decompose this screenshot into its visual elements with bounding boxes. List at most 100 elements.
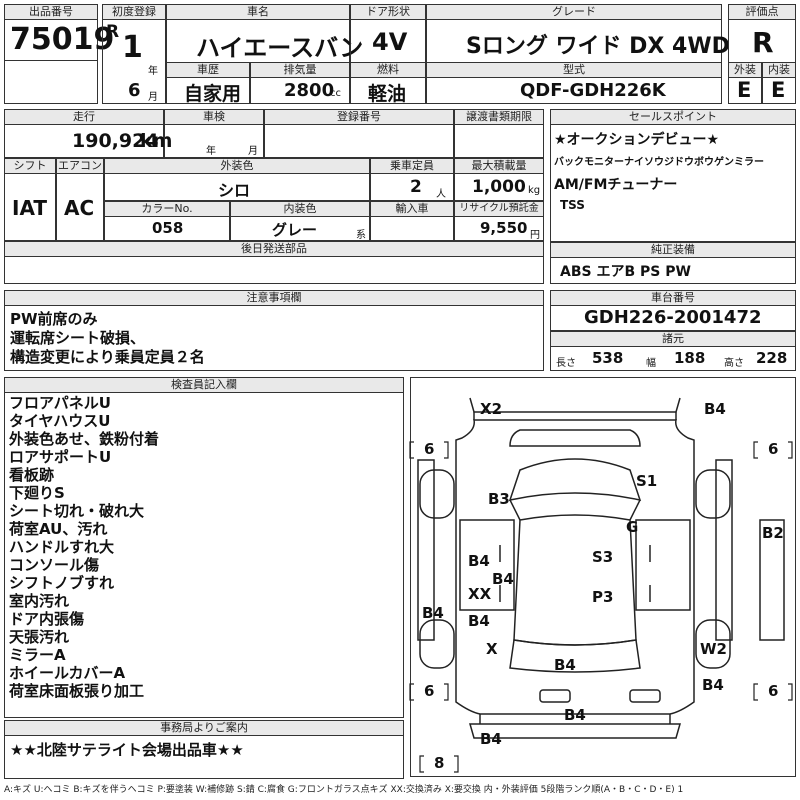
inspector-line: ミラーA xyxy=(9,646,66,664)
first-reg-box xyxy=(102,19,166,104)
inspector-line: ドア内張傷 xyxy=(9,610,85,628)
transfer-box xyxy=(454,124,544,158)
capacity-box xyxy=(370,173,454,201)
inspection-year-unit: 年 xyxy=(206,146,216,157)
import-label: 輸入車 xyxy=(370,201,454,217)
ac-label: エアコン xyxy=(56,158,104,174)
capacity-label: 乗車定員 xyxy=(370,158,454,174)
diagram-mark: XX xyxy=(468,585,492,603)
displacement-box xyxy=(250,77,350,104)
diagram-frame xyxy=(410,377,796,777)
car-name: ハイエースバン xyxy=(196,34,364,62)
inspection-label: 車検 xyxy=(164,109,264,125)
displacement-label: 排気量 xyxy=(250,62,350,78)
history-label: 車歴 xyxy=(166,62,250,78)
ext-score: E xyxy=(737,78,752,102)
mileage: 190,924 xyxy=(72,130,159,152)
diagram-mark: S1 xyxy=(636,472,658,490)
note-line-1: PW前席のみ xyxy=(10,310,98,328)
history-box xyxy=(166,77,250,104)
shift-label: シフト xyxy=(4,158,56,174)
dims-box xyxy=(550,346,796,371)
office-label: 事務局よりご案内 xyxy=(4,720,404,736)
diagram-mark: B4 xyxy=(554,656,576,674)
diagram-mark: S3 xyxy=(592,548,614,566)
era: R xyxy=(106,22,120,42)
fuel-box xyxy=(350,77,426,104)
score: R xyxy=(752,26,774,59)
transfer-label: 譲渡書類期限 xyxy=(454,109,544,125)
int-color-unit: 系 xyxy=(356,230,366,241)
inspector-label: 検査員記入欄 xyxy=(4,377,404,393)
score-label: 評価点 xyxy=(728,4,796,20)
reg-no-box xyxy=(264,124,454,158)
shift-box xyxy=(4,173,56,241)
inspector-line: コンソール傷 xyxy=(9,556,100,574)
parts-box xyxy=(4,256,544,284)
diagram-mark: B4 xyxy=(564,706,586,724)
inspector-line: 室内汚れ xyxy=(9,592,70,610)
model-label: 型式 xyxy=(426,62,722,78)
ext-box xyxy=(728,77,762,104)
displacement: 2800 xyxy=(284,80,335,101)
max-load: 1,000 xyxy=(472,177,526,197)
shift: IAT xyxy=(12,196,48,220)
reg-month: 6 xyxy=(128,80,141,101)
inspector-line: 荷室AU、汚れ xyxy=(9,520,108,538)
inspector-line: ハンドルすれ大 xyxy=(9,538,115,556)
lot-box-lower xyxy=(4,60,98,104)
capacity: 2 xyxy=(410,177,422,197)
diagram-mark: B4 xyxy=(422,604,444,622)
inspector-line: 外装色あせ、鉄粉付着 xyxy=(9,430,160,448)
inspection-month-unit: 月 xyxy=(248,146,258,157)
inspector-line: シート切れ・破れ大 xyxy=(9,502,145,520)
inspection-box xyxy=(164,124,264,158)
recycle: 9,550 xyxy=(480,219,528,237)
model-box xyxy=(426,77,722,104)
tread-depth: 6 xyxy=(424,682,435,700)
chassis-number: GDH226-2001472 xyxy=(584,307,762,328)
int-color: グレー xyxy=(272,221,318,239)
inspector-box xyxy=(4,392,404,718)
inspector-line: ロアサポートU xyxy=(9,448,112,466)
diagram-mark: B4 xyxy=(468,552,490,570)
note-line-2: 運転席シート破損、 xyxy=(10,329,146,347)
mileage-box xyxy=(4,124,164,158)
diagram-mark: B4 xyxy=(468,612,490,630)
ext-color-box xyxy=(104,173,370,201)
car-name-label: 車名 xyxy=(166,4,350,20)
tread-depth: 6 xyxy=(768,682,779,700)
width: 188 xyxy=(674,349,706,367)
diagram-mark: X2 xyxy=(480,400,503,418)
sales-point-4: TSS xyxy=(560,198,585,212)
chassis-box xyxy=(550,305,796,331)
inspector-list: フロアパネルU タイヤハウスU 外装色あせ、鉄粉付着 ロアサポートU 看板跡 下… xyxy=(9,394,159,700)
max-load-label: 最大積載量 xyxy=(454,158,544,174)
int-box xyxy=(762,77,796,104)
int-label: 内装 xyxy=(762,62,796,78)
model: QDF-GDH226K xyxy=(520,80,666,101)
parts-label: 後日発送部品 xyxy=(4,241,544,257)
history: 自家用 xyxy=(184,83,242,105)
ext-color-label: 外装色 xyxy=(104,158,370,174)
tread-depth: 6 xyxy=(424,440,435,458)
fuel: 軽油 xyxy=(368,83,407,105)
capacity-unit: 人 xyxy=(436,189,446,200)
ext-label: 外装 xyxy=(728,62,762,78)
reg-no-label: 登録番号 xyxy=(264,109,454,125)
displacement-unit: cc xyxy=(330,88,341,99)
int-score: E xyxy=(771,78,786,102)
fuel-label: 燃料 xyxy=(350,62,426,78)
legend: A:キズ U:ヘコミ B:キズを伴うヘコミ P:要塗装 W:補修跡 S:錆 C:… xyxy=(4,785,684,795)
equipment-label: 純正装備 xyxy=(550,242,796,258)
reg-year: 1 xyxy=(122,30,143,65)
diagram-mark: P3 xyxy=(592,588,614,606)
notes-box xyxy=(4,305,544,371)
diagram-mark: B4 xyxy=(702,676,724,694)
inspector-line: タイヤハウスU xyxy=(9,412,111,430)
color-no-label: カラーNo. xyxy=(104,201,230,217)
recycle-label: リサイクル預託金 xyxy=(454,201,544,217)
equipment-box xyxy=(550,257,796,284)
diagram-mark: B2 xyxy=(762,524,784,542)
max-load-unit: kg xyxy=(528,185,541,196)
